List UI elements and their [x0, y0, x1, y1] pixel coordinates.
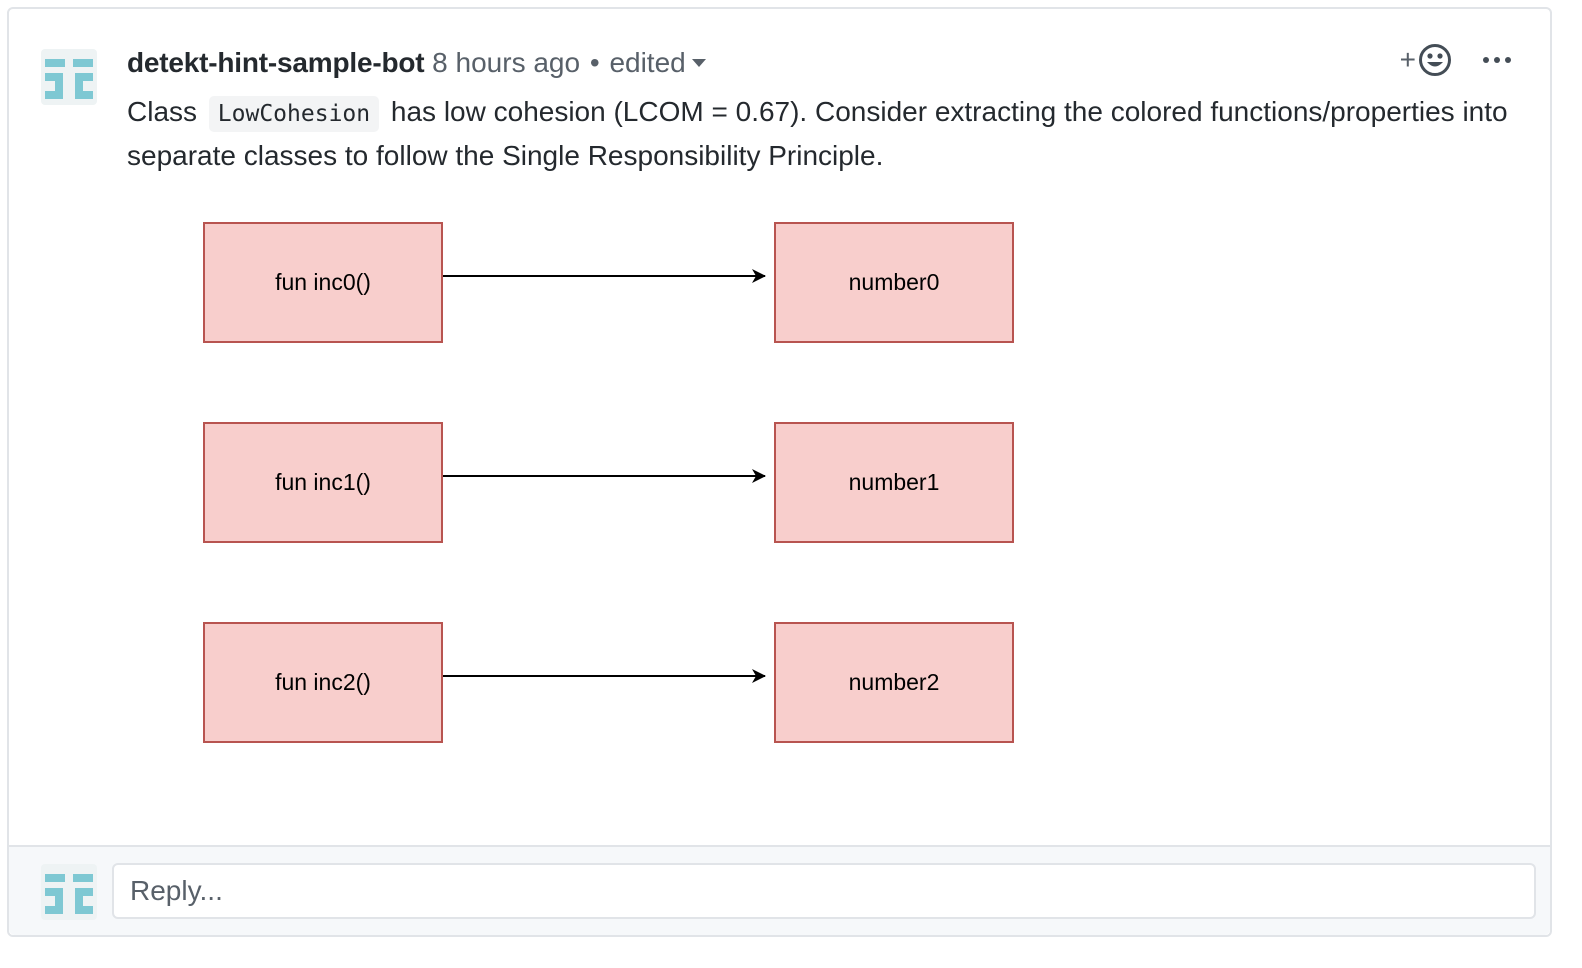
edited-dropdown[interactable]: edited [609, 47, 706, 78]
comment-header: detekt-hint-sample-bot 8 hours ago • edi… [127, 47, 706, 79]
comment-timestamp[interactable]: 8 hours ago [432, 47, 581, 78]
function-node-2: fun inc2() [203, 622, 443, 743]
inline-code-classname: LowCohesion [208, 96, 380, 132]
comment-card: detekt-hint-sample-bot 8 hours ago • edi… [7, 7, 1552, 937]
property-node-2: number2 [774, 622, 1014, 743]
body-text-before: Class [127, 96, 198, 127]
add-reaction-button[interactable]: + [1400, 43, 1452, 77]
detekt-logo-icon [45, 59, 93, 99]
property-node-0: number0 [774, 222, 1014, 343]
comment-actions: + [1400, 43, 1512, 77]
author-name[interactable]: detekt-hint-sample-bot [127, 47, 425, 78]
comment-body: Class LowCohesion has low cohesion (LCOM… [127, 91, 1517, 177]
body-text-after: has low cohesion (LCOM = 0.67). Consider… [127, 96, 1508, 171]
function-node-0: fun inc0() [203, 222, 443, 343]
edited-label: edited [609, 47, 686, 78]
more-options-button[interactable] [1482, 55, 1512, 65]
diagram-arrows [435, 269, 766, 683]
plus-label: + [1399, 44, 1416, 75]
detekt-logo-icon [45, 874, 93, 914]
function-node-1: fun inc1() [203, 422, 443, 543]
reply-input[interactable] [112, 863, 1536, 919]
bot-avatar[interactable] [41, 49, 97, 105]
kebab-horizontal-icon [1483, 57, 1511, 63]
reply-avatar [41, 864, 97, 920]
header-separator: • [589, 47, 600, 78]
cohesion-diagram: fun inc0() number0 fun inc1() number1 fu… [194, 214, 1024, 754]
caret-down-icon [691, 59, 706, 68]
smiley-icon [1419, 44, 1451, 76]
reply-bar [9, 845, 1550, 935]
property-node-1: number1 [774, 422, 1014, 543]
